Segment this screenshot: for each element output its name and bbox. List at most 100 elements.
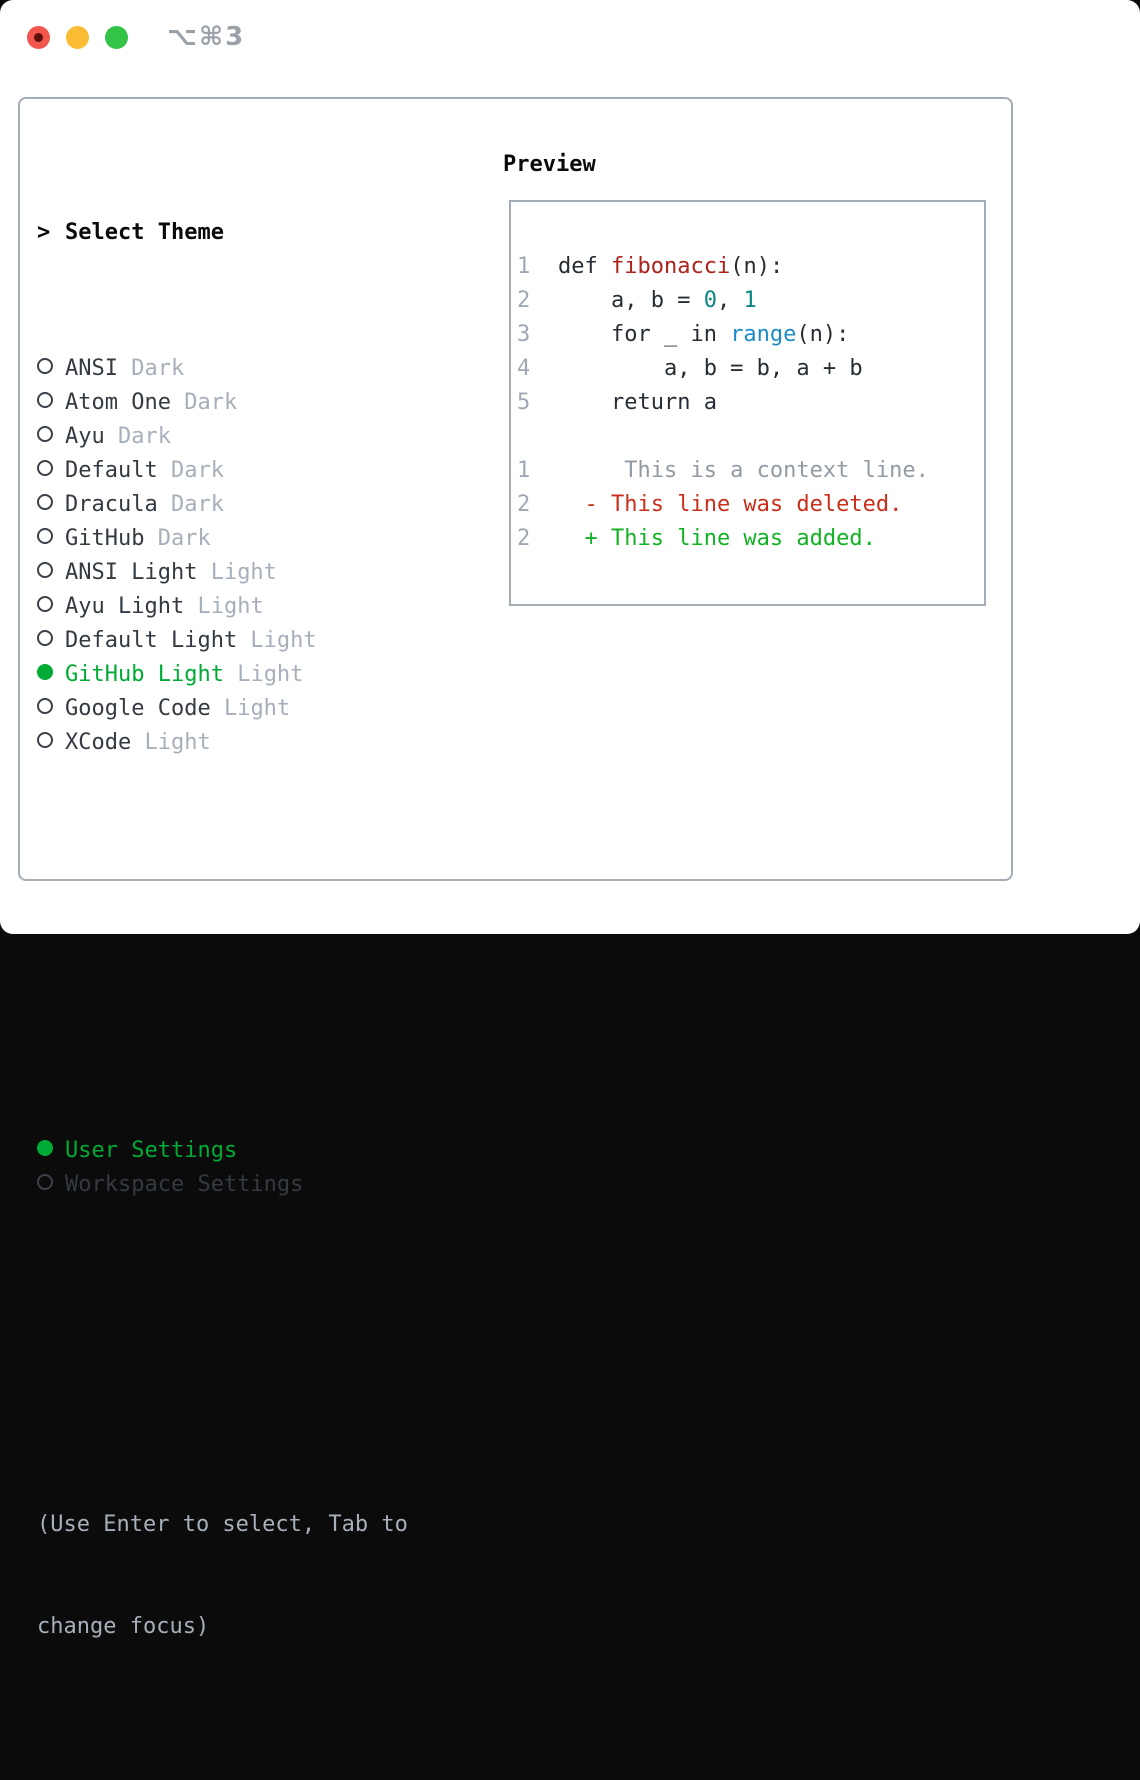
radio-marker xyxy=(37,590,65,624)
code-line: 2 a, b = 0, 1 xyxy=(511,284,984,318)
radio-selected-icon xyxy=(37,1140,53,1156)
theme-option[interactable]: Google Code Light xyxy=(37,692,408,726)
theme-option[interactable]: GitHub Dark xyxy=(37,522,408,556)
code-segment-deleted: - This line was deleted. xyxy=(558,492,903,517)
theme-option[interactable]: Ayu Light Light xyxy=(37,590,408,624)
code-segment-code: (n): xyxy=(796,322,850,347)
close-button[interactable] xyxy=(27,26,50,49)
option-label: Ayu Light xyxy=(65,594,185,619)
minimize-button[interactable] xyxy=(66,26,89,49)
select-theme-header: >Select Theme xyxy=(37,216,408,250)
code-segment-code: (n): xyxy=(730,254,784,279)
theme-variant-label: Dark xyxy=(117,356,185,381)
diff-line: 2 - This line was deleted. xyxy=(511,488,984,522)
option-label: User Settings xyxy=(65,1138,238,1163)
theme-variant-label: Light xyxy=(210,696,291,721)
line-number: 1 xyxy=(517,458,531,483)
titlebar: ⌥⌘3 xyxy=(0,0,1140,74)
code-segment-code: a, b = b, a + b xyxy=(558,356,863,381)
option-label: Default Light xyxy=(65,628,238,653)
code-line: 4 a, b = b, a + b xyxy=(511,352,984,386)
code-segment-code: a, b = xyxy=(558,288,704,313)
radio-icon xyxy=(37,630,53,646)
option-label: GitHub xyxy=(65,526,145,551)
radio-icon xyxy=(37,1174,53,1190)
radio-icon xyxy=(37,528,53,544)
apply-option[interactable]: Workspace Settings xyxy=(37,1168,408,1202)
theme-option[interactable]: Default Light Light xyxy=(37,624,408,658)
apply-to-header: Apply To xyxy=(37,998,408,1032)
theme-option-selected[interactable]: GitHub Light Light xyxy=(37,658,408,692)
line-number: 4 xyxy=(517,356,531,381)
option-label: Default xyxy=(65,458,158,483)
line-number: 3 xyxy=(517,322,531,347)
radio-marker xyxy=(37,658,65,692)
radio-marker xyxy=(37,352,65,386)
code-segment-func: fibonacci xyxy=(610,254,731,279)
theme-option[interactable]: Default Dark xyxy=(37,454,408,488)
radio-marker xyxy=(37,386,65,420)
select-theme-title: Select Theme xyxy=(65,220,224,245)
theme-variant-label: Light xyxy=(237,628,317,653)
option-label: Dracula xyxy=(65,492,158,517)
unsaved-dot-icon xyxy=(34,33,43,42)
line-number: 2 xyxy=(517,288,531,313)
radio-icon xyxy=(37,460,53,476)
theme-variant-label: Dark xyxy=(157,458,224,483)
radio-icon xyxy=(37,426,53,442)
code-segment-code: return a xyxy=(558,390,717,415)
radio-marker xyxy=(37,624,65,658)
diff-line: 2 + This line was added. xyxy=(511,522,984,556)
code-segment-added: + This line was added. xyxy=(558,526,876,551)
option-label: GitHub Light xyxy=(65,662,224,687)
theme-variant-label: Dark xyxy=(170,390,238,415)
radio-marker xyxy=(37,522,65,556)
blank-line xyxy=(511,420,984,454)
theme-option[interactable]: XCode Light xyxy=(37,726,408,760)
theme-variant-label: Light xyxy=(131,730,211,755)
radio-icon xyxy=(37,732,53,748)
radio-marker xyxy=(37,692,65,726)
code-segment-code: def xyxy=(558,254,611,279)
option-label: XCode xyxy=(65,730,132,755)
code-segment-builtin: range xyxy=(730,322,797,347)
radio-icon xyxy=(37,698,53,714)
help-text: (Use Enter to select, Tab to change focu… xyxy=(37,1440,408,1712)
option-label: ANSI xyxy=(65,356,118,381)
radio-marker xyxy=(37,726,65,760)
help-line: (Use Enter to select, Tab to xyxy=(37,1512,408,1537)
radio-icon xyxy=(37,562,53,578)
theme-option[interactable]: Atom One Dark xyxy=(37,386,408,420)
apply-to-title: Apply To xyxy=(65,1002,171,1027)
diff-line: 1 This is a context line. xyxy=(511,454,984,488)
window-shortcut-label: ⌥⌘3 xyxy=(167,22,246,52)
theme-option[interactable]: ANSI Light Light xyxy=(37,556,408,590)
preview-title: Preview xyxy=(503,152,596,177)
theme-variant-label: Light xyxy=(223,662,304,687)
option-label: Atom One xyxy=(65,390,171,415)
option-label: Ayu xyxy=(65,424,105,449)
radio-marker xyxy=(37,556,65,590)
theme-variant-label: Dark xyxy=(104,424,171,449)
option-label: Workspace Settings xyxy=(65,1172,304,1197)
radio-marker xyxy=(37,1134,65,1168)
radio-selected-icon xyxy=(37,664,53,680)
maximize-button[interactable] xyxy=(105,26,128,49)
theme-variant-label: Light xyxy=(197,560,277,585)
line-number: 1 xyxy=(517,254,531,279)
theme-variant-label: Light xyxy=(184,594,264,619)
theme-option[interactable]: Dracula Dark xyxy=(37,488,408,522)
theme-option[interactable]: Ayu Dark xyxy=(37,420,408,454)
apply-option-selected[interactable]: User Settings xyxy=(37,1134,408,1168)
radio-icon xyxy=(37,358,53,374)
code-segment-code: , xyxy=(716,288,744,313)
theme-variant-label: Dark xyxy=(157,492,224,517)
line-number: 5 xyxy=(517,390,531,415)
theme-option[interactable]: ANSI Dark xyxy=(37,352,408,386)
